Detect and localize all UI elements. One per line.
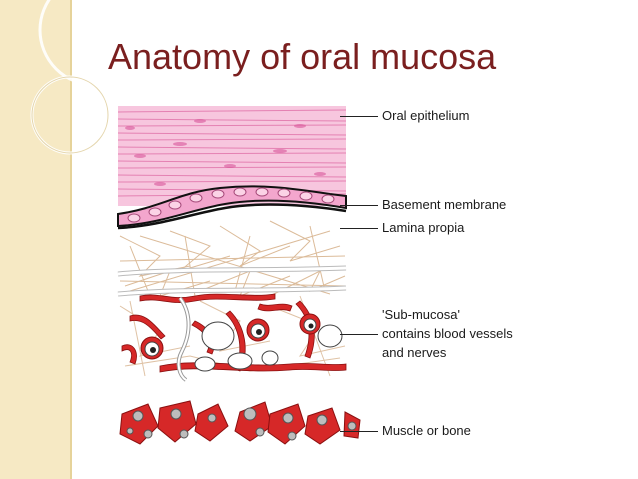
- label-muscle-or-bone: Muscle or bone: [382, 423, 471, 438]
- label-submucosa-line1: 'Sub-mucosa': [382, 307, 460, 322]
- slide-title: Anatomy of oral mucosa: [108, 36, 497, 77]
- label-basement-membrane: Basement membrane: [382, 197, 507, 212]
- submucosa-leader: [340, 334, 378, 335]
- label-submucosa-line3: and nerves: [382, 345, 447, 360]
- lamina-propia-leader: [340, 228, 378, 229]
- label-lamina-propia: Lamina propia: [382, 220, 465, 235]
- mucosa-diagram: [117, 106, 361, 445]
- decorative-divider: [70, 0, 72, 479]
- label-submucosa-line2: contains blood vessels: [382, 326, 513, 341]
- muscle-or-bone-leader: [340, 431, 378, 432]
- decorative-circles: [30, 0, 110, 155]
- oral-epithelium-leader: [340, 116, 378, 117]
- label-oral-epithelium: Oral epithelium: [382, 108, 470, 123]
- muscle-or-bone-layer: [119, 400, 361, 445]
- basal-cell-layer: [117, 185, 347, 228]
- basement-membrane-line: [117, 203, 347, 230]
- basement-membrane-leader: [340, 205, 378, 206]
- submucosa-boundary: [117, 265, 347, 297]
- lamina-propria-layer: [119, 220, 346, 297]
- submucosa-cells-and-nerves: [140, 296, 343, 382]
